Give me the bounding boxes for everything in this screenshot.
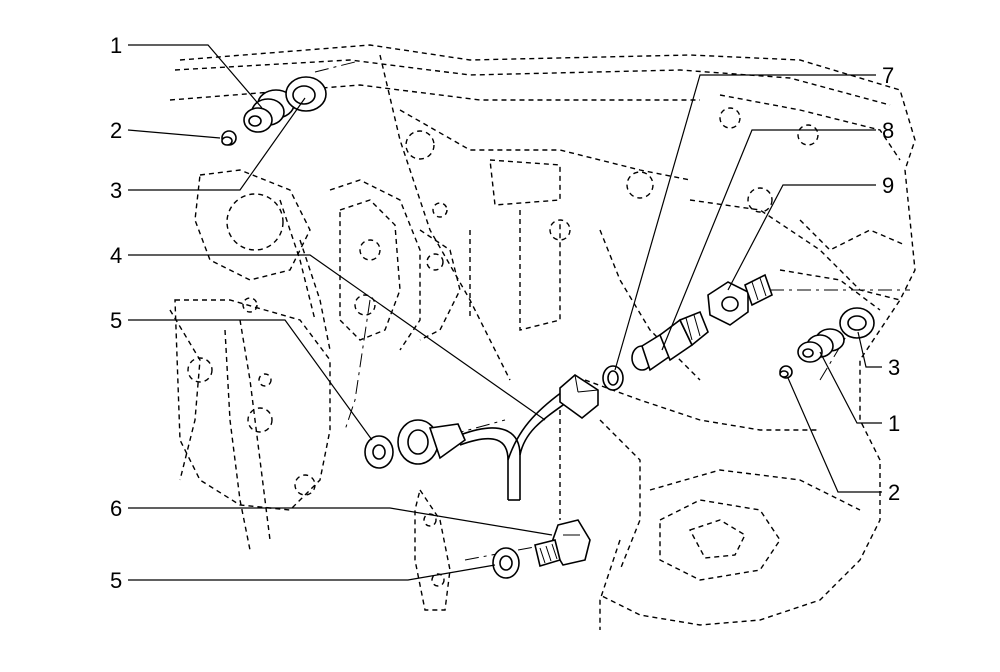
part-7-o-ring xyxy=(602,365,624,391)
leader-lines xyxy=(127,44,882,581)
callout-4: 4 xyxy=(110,243,122,268)
callout-2-right: 2 xyxy=(888,480,900,505)
part-1-fitting-upper xyxy=(243,89,295,133)
part-1-fitting-right xyxy=(797,328,845,363)
part-3-washer-right xyxy=(839,307,875,339)
callout-5-upper: 5 xyxy=(110,308,122,333)
part-5-washer-lower xyxy=(492,547,520,579)
callout-3-upper: 3 xyxy=(110,178,122,203)
part-5-washer-upper xyxy=(364,435,394,469)
callout-9: 9 xyxy=(882,173,894,198)
callout-6: 6 xyxy=(110,496,122,521)
callout-7: 7 xyxy=(882,63,894,88)
callout-1-right: 1 xyxy=(888,411,900,436)
part-6-banjo-bolt xyxy=(534,519,591,568)
part-2-plug-upper xyxy=(221,130,237,146)
part-4-pipe xyxy=(397,374,599,501)
callout-1-upper: 1 xyxy=(110,33,122,58)
callout-3-right: 3 xyxy=(888,355,900,380)
callout-2-upper: 2 xyxy=(110,118,122,143)
callout-5-lower: 5 xyxy=(110,568,122,593)
part-8-adapter xyxy=(631,310,709,372)
callout-labels: 1 2 3 4 5 6 5 7 8 9 3 1 2 xyxy=(110,33,900,593)
part-9-hex-adapter xyxy=(707,273,773,326)
part-3-washer-upper xyxy=(285,76,327,112)
part-2-plug-right xyxy=(779,365,793,379)
engine-block-outline xyxy=(169,44,916,630)
callout-8: 8 xyxy=(882,118,894,143)
